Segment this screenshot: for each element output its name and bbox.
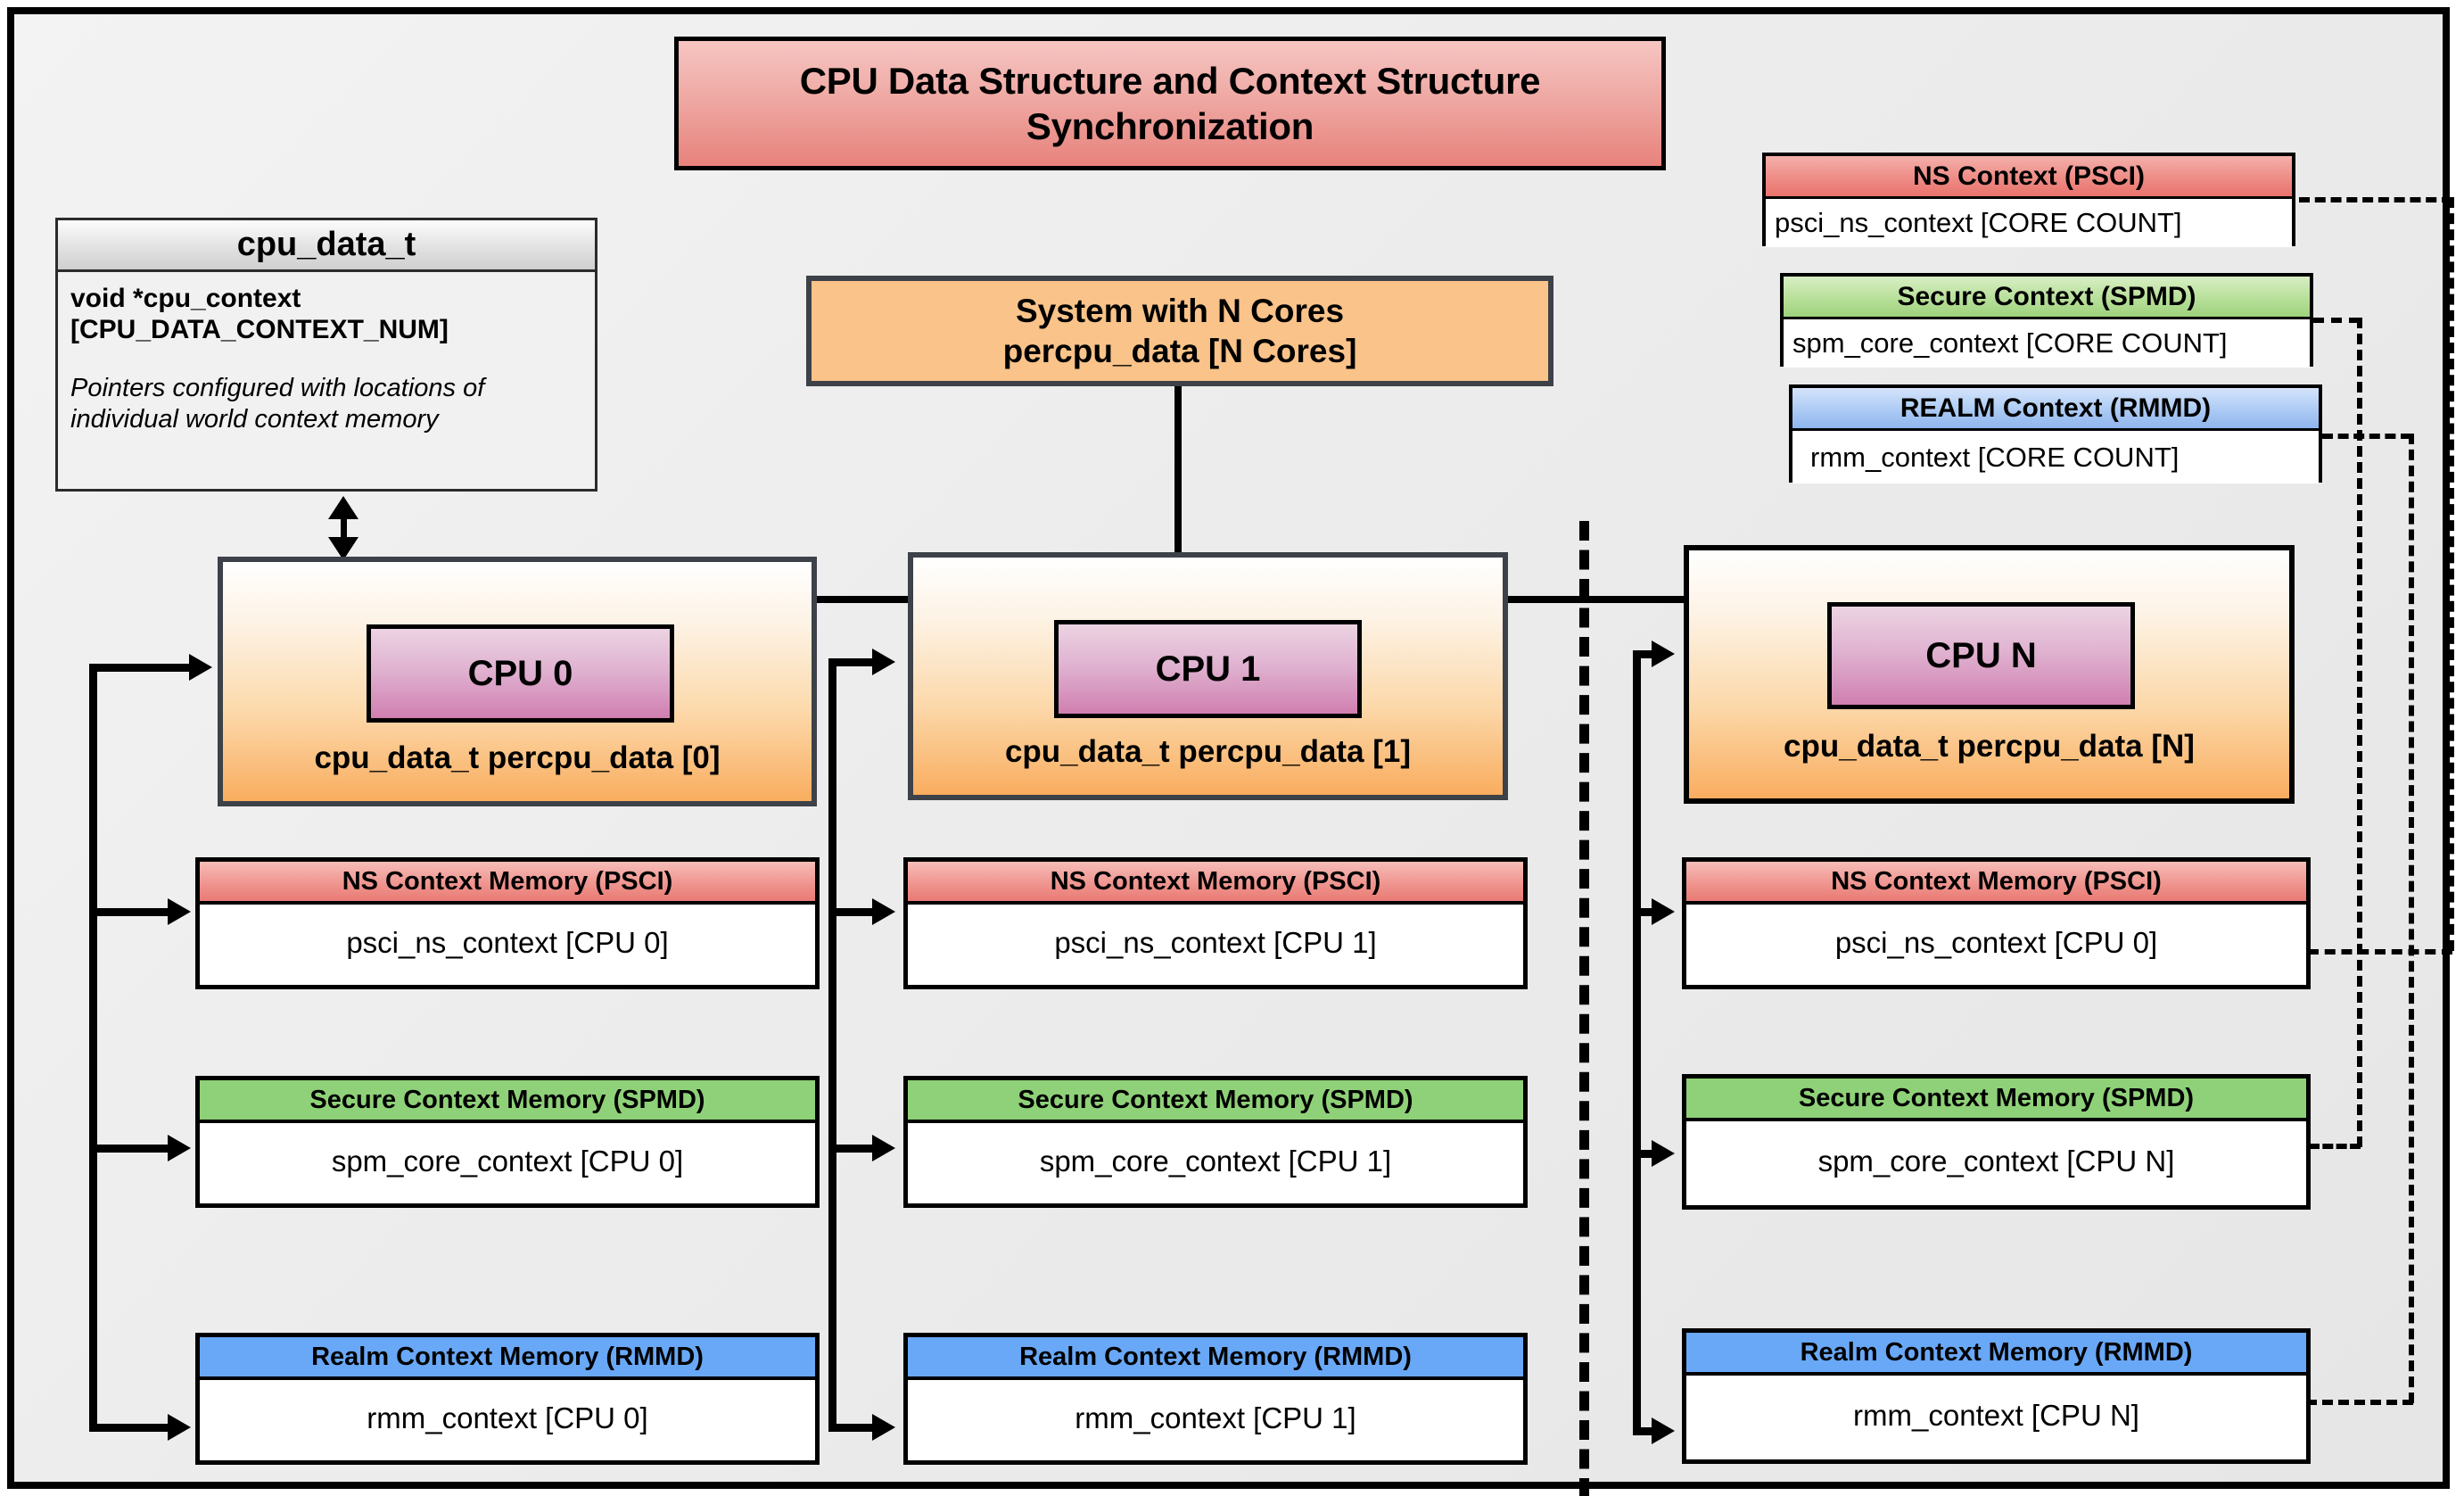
cpuN-ns-context-header: NS Context Memory (PSCI) bbox=[1686, 862, 2306, 905]
system-bus-drop bbox=[1174, 386, 1182, 600]
cpu0-arrow-line-ns bbox=[89, 908, 178, 916]
global-ns-context-body: psci_ns_context [CORE COUNT] bbox=[1766, 199, 2292, 247]
cpuN-secure-context-memory: Secure Context Memory (SPMD) spm_core_co… bbox=[1682, 1074, 2311, 1210]
cpu-group-divider bbox=[1579, 521, 1589, 1496]
cpu-data-t-struct-name: cpu_data_t bbox=[58, 220, 595, 272]
global-realm-context-box: REALM Context (RMMD) rmm_context [CORE C… bbox=[1789, 384, 2322, 484]
cpu0-block: CPU 0 cpu_data_t percpu_data [0] bbox=[218, 557, 817, 806]
cpu0-arrow-line-sec bbox=[89, 1145, 178, 1153]
ns-link-vertical bbox=[2449, 197, 2454, 951]
cpu1-realm-context-memory: Realm Context Memory (RMMD) rmm_context … bbox=[903, 1333, 1528, 1465]
cpuN-caption: cpu_data_t percpu_data [N] bbox=[1784, 729, 2195, 764]
cpu0-secure-context-body: spm_core_context [CPU 0] bbox=[200, 1123, 815, 1200]
cpu-context-field: void *cpu_context bbox=[70, 284, 301, 313]
cpu-data-t-struct-body: void *cpu_context [CPU_DATA_CONTEXT_NUM]… bbox=[58, 272, 595, 434]
cpuN-realm-context-header: Realm Context Memory (RMMD) bbox=[1686, 1333, 2306, 1376]
diagram-title: CPU Data Structure and Context Structure… bbox=[674, 37, 1666, 170]
cpu1-arrow-block bbox=[872, 649, 895, 675]
diagram-frame: CPU Data Structure and Context Structure… bbox=[7, 7, 2454, 1496]
realm-link-top bbox=[2322, 434, 2411, 439]
cpu0-arrow-realm bbox=[168, 1414, 191, 1441]
cpu1-arrow-secure bbox=[872, 1135, 895, 1161]
cpuN-realm-context-memory: Realm Context Memory (RMMD) rmm_context … bbox=[1682, 1328, 2311, 1464]
cpu0-arrow-block bbox=[189, 654, 212, 681]
cpu1-realm-context-body: rmm_context [CPU 1] bbox=[908, 1380, 1523, 1457]
cpu0-realm-context-body: rmm_context [CPU 0] bbox=[200, 1380, 815, 1457]
cpu0-arrow-ns bbox=[168, 898, 191, 925]
cpu1-caption: cpu_data_t percpu_data [1] bbox=[1004, 734, 1412, 769]
global-secure-context-box: Secure Context (SPMD) spm_core_context [… bbox=[1780, 273, 2313, 368]
cpu0-arrow-line-block bbox=[89, 664, 202, 672]
secure-link-vertical bbox=[2357, 318, 2362, 1147]
cpu0-pointer-trunk bbox=[89, 664, 97, 1431]
cpuN-arrow-block bbox=[1652, 641, 1675, 667]
cpuN-arrow-line-block bbox=[1633, 650, 1661, 658]
cpu1-arrow-line-sec bbox=[828, 1145, 884, 1153]
cpu1-arrow-line-realm bbox=[828, 1424, 884, 1432]
global-secure-context-header: Secure Context (SPMD) bbox=[1784, 277, 2310, 319]
cpu-data-link-dash bbox=[341, 519, 347, 539]
cpuN-secure-context-header: Secure Context Memory (SPMD) bbox=[1686, 1079, 2306, 1121]
cpuN-chip-label: CPU N bbox=[1827, 602, 2135, 709]
cpu1-pointer-trunk bbox=[828, 658, 836, 1431]
cpuN-arrow-line-realm bbox=[1633, 1427, 1661, 1435]
ns-link-top bbox=[2299, 197, 2452, 202]
global-realm-context-header: REALM Context (RMMD) bbox=[1792, 388, 2319, 431]
realm-link-bottom bbox=[2306, 1400, 2413, 1405]
system-n-cores-box: System with N Cores percpu_data [N Cores… bbox=[806, 276, 1553, 386]
cpu-data-t-struct-box: cpu_data_t void *cpu_context [CPU_DATA_C… bbox=[55, 218, 597, 492]
cpu1-secure-context-header: Secure Context Memory (SPMD) bbox=[908, 1080, 1523, 1123]
cpu0-secure-context-memory: Secure Context Memory (SPMD) spm_core_co… bbox=[195, 1076, 820, 1208]
ns-link-bottom bbox=[2308, 949, 2452, 955]
cpu-context-index: [CPU_DATA_CONTEXT_NUM] bbox=[70, 315, 449, 345]
secure-link-top bbox=[2313, 318, 2360, 323]
cpu-data-t-note: Pointers configured with locations of in… bbox=[70, 373, 485, 434]
cpu1-realm-context-header: Realm Context Memory (RMMD) bbox=[908, 1337, 1523, 1380]
realm-link-vertical bbox=[2409, 434, 2414, 1403]
cpuN-block: CPU N cpu_data_t percpu_data [N] bbox=[1684, 545, 2295, 804]
cpu1-ns-context-body: psci_ns_context [CPU 1] bbox=[908, 905, 1523, 981]
system-line-1: System with N Cores bbox=[1015, 292, 1345, 329]
cpu1-block: CPU 1 cpu_data_t percpu_data [1] bbox=[908, 552, 1508, 800]
cpuN-realm-context-body: rmm_context [CPU N] bbox=[1686, 1376, 2306, 1456]
cpu0-ns-context-memory: NS Context Memory (PSCI) psci_ns_context… bbox=[195, 857, 820, 989]
system-line-2: percpu_data [N Cores] bbox=[1002, 333, 1357, 369]
cpu1-arrow-realm bbox=[872, 1414, 895, 1441]
cpuN-ns-context-body: psci_ns_context [CPU 0] bbox=[1686, 905, 2306, 981]
cpu0-arrow-secure bbox=[168, 1135, 191, 1161]
cpuN-ns-context-memory: NS Context Memory (PSCI) psci_ns_context… bbox=[1682, 857, 2311, 989]
global-ns-context-box: NS Context (PSCI) psci_ns_context [CORE … bbox=[1762, 153, 2295, 247]
cpuN-arrow-line-sec bbox=[1633, 1150, 1661, 1158]
cpuN-arrow-line-ns bbox=[1633, 908, 1661, 916]
cpu0-chip-label: CPU 0 bbox=[367, 624, 674, 723]
global-ns-context-header: NS Context (PSCI) bbox=[1766, 156, 2292, 199]
cpu0-arrow-line-realm bbox=[89, 1424, 178, 1432]
cpu1-chip-label: CPU 1 bbox=[1054, 620, 1362, 718]
global-secure-context-body: spm_core_context [CORE COUNT] bbox=[1784, 319, 2310, 368]
cpu1-arrow-line-ns bbox=[828, 908, 884, 916]
cpu1-secure-context-body: spm_core_context [CPU 1] bbox=[908, 1123, 1523, 1200]
cpu1-ns-context-memory: NS Context Memory (PSCI) psci_ns_context… bbox=[903, 857, 1528, 989]
cpuN-arrow-realm bbox=[1652, 1417, 1675, 1444]
cpuN-arrow-secure bbox=[1652, 1140, 1675, 1167]
cpu1-secure-context-memory: Secure Context Memory (SPMD) spm_core_co… bbox=[903, 1076, 1528, 1208]
cpu0-ns-context-header: NS Context Memory (PSCI) bbox=[200, 862, 815, 905]
cpu0-caption: cpu_data_t percpu_data [0] bbox=[314, 740, 721, 775]
cpu-data-link-arrow-up bbox=[328, 496, 358, 519]
cpu1-arrow-line-block bbox=[828, 658, 884, 666]
cpu0-realm-context-memory: Realm Context Memory (RMMD) rmm_context … bbox=[195, 1333, 820, 1465]
cpu0-ns-context-body: psci_ns_context [CPU 0] bbox=[200, 905, 815, 981]
cpuN-secure-context-body: spm_core_context [CPU N] bbox=[1686, 1121, 2306, 1202]
cpu-data-link-arrow-down bbox=[328, 537, 358, 560]
cpu0-realm-context-header: Realm Context Memory (RMMD) bbox=[200, 1337, 815, 1380]
global-realm-context-body: rmm_context [CORE COUNT] bbox=[1792, 431, 2319, 484]
cpuN-arrow-ns bbox=[1652, 898, 1675, 925]
cpu0-secure-context-header: Secure Context Memory (SPMD) bbox=[200, 1080, 815, 1123]
cpu1-arrow-ns bbox=[872, 898, 895, 925]
cpu1-ns-context-header: NS Context Memory (PSCI) bbox=[908, 862, 1523, 905]
cpuN-pointer-trunk bbox=[1633, 650, 1641, 1435]
secure-link-bottom bbox=[2309, 1144, 2361, 1149]
